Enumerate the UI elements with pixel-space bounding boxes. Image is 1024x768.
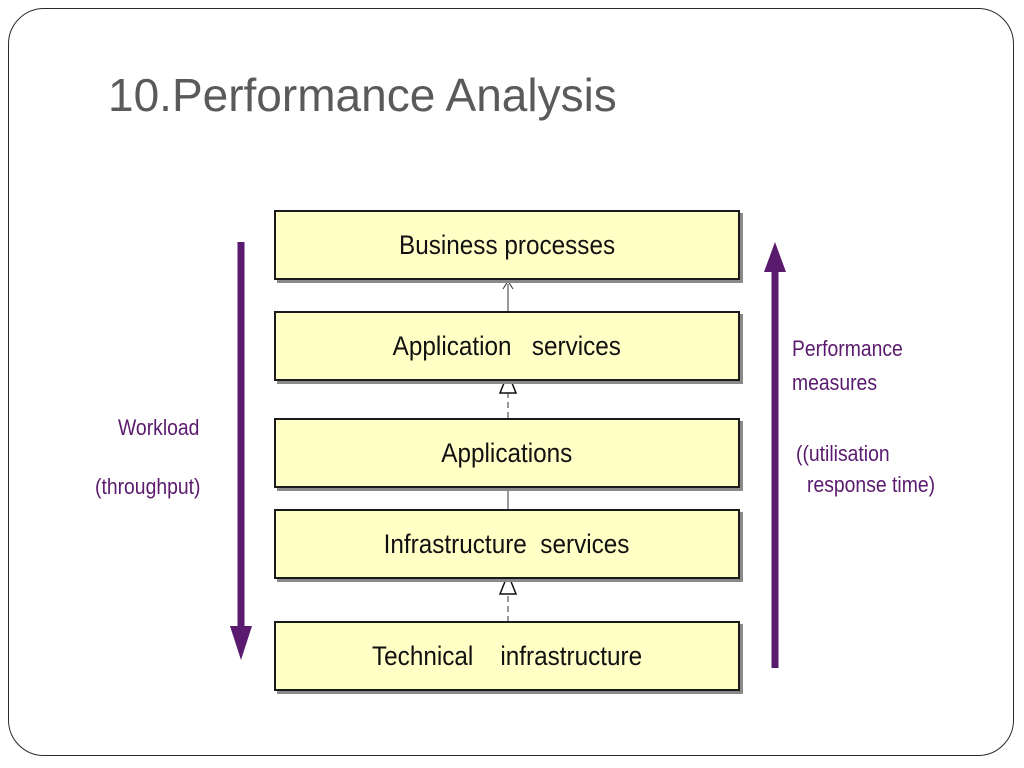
- triangle-arrowhead-icon: [498, 370, 518, 394]
- measures-label: measures: [792, 370, 878, 395]
- up-arrow-icon: [764, 242, 786, 272]
- layer-label: Applications: [441, 437, 573, 468]
- utilisation-label: ((utilisation: [796, 441, 890, 466]
- layer-business-processes: Business processes: [274, 210, 740, 280]
- layer-applications: Applications: [274, 418, 740, 488]
- triangle-arrowhead-icon: [498, 571, 518, 595]
- layer-label: Application services: [392, 330, 622, 361]
- layer-application-services: Application services: [274, 311, 740, 381]
- workload-label: Workload: [118, 415, 200, 440]
- slide-title: 10.Performance Analysis: [108, 69, 617, 121]
- throughput-label: (throughput): [95, 474, 201, 499]
- layer-label: Technical infrastructure: [371, 640, 643, 671]
- performance-label: Performance: [792, 336, 903, 361]
- layer-infrastructure-services: Infrastructure services: [274, 509, 740, 579]
- layer-label: Business processes: [398, 229, 616, 260]
- down-arrow-icon: [230, 626, 252, 660]
- arrowhead-open-icon: [502, 280, 514, 290]
- response-time-label: response time): [807, 472, 936, 497]
- layer-technical-infrastructure: Technical infrastructure: [274, 621, 740, 691]
- layer-label: Infrastructure services: [384, 528, 630, 559]
